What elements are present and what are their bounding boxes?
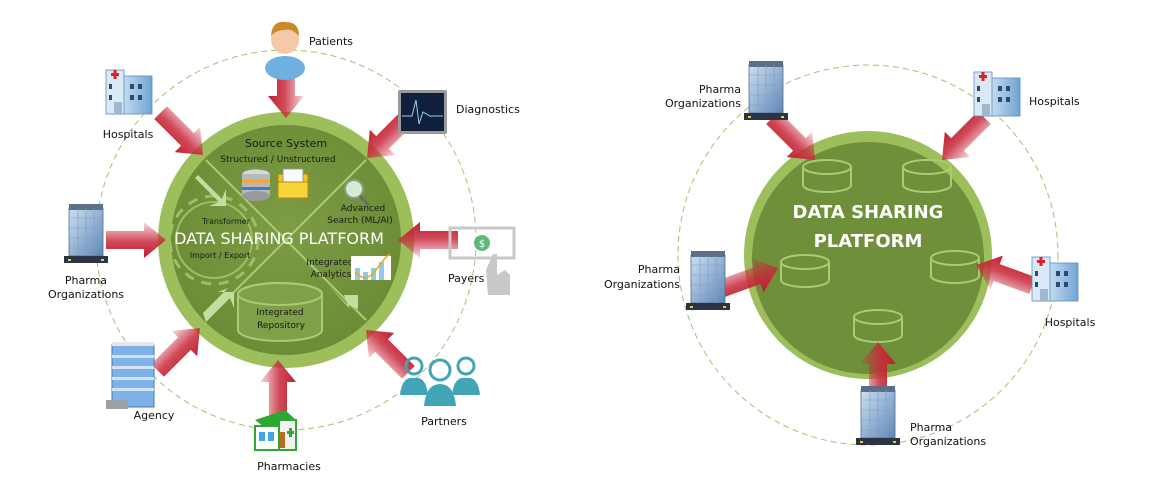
payers-label: Payers	[448, 272, 485, 285]
pharma-building-icon	[855, 385, 901, 446]
advanced-label: Advanced	[341, 204, 385, 214]
pharma-arrow	[106, 222, 166, 258]
diagnostics-label: Diagnostics	[456, 103, 520, 116]
diagnostics-monitor-icon	[398, 90, 447, 134]
folder-icon	[277, 168, 309, 199]
pharma-l-label-1: Pharma	[638, 263, 680, 276]
pharmacies-label: Pharmacies	[257, 460, 321, 473]
pharma-label-2: Organizations	[48, 288, 124, 301]
pharma-label-1: Pharma	[65, 274, 107, 287]
analytics-label-1: Integrated	[306, 258, 353, 268]
hospital-icon	[1031, 256, 1079, 302]
pharmacies-arrow	[260, 360, 296, 420]
repository-label-1: Integrated	[256, 308, 303, 318]
platform-title-1: DATA SHARING	[793, 202, 944, 223]
left-diagram: Source System Structured / Unstructured …	[48, 21, 520, 473]
analytics-label-2: Analytics	[311, 270, 352, 280]
partners-label: Partners	[421, 415, 467, 428]
pharma-b-label-2: Organizations	[910, 435, 986, 448]
pharma-building-icon	[63, 203, 109, 264]
source-system-subtitle: Structured / Unstructured	[220, 155, 335, 165]
source-system-title: Source System	[245, 137, 327, 150]
magnifier-icon	[344, 179, 371, 208]
pharma-tl-label-1: Pharma	[699, 83, 741, 96]
hospitals-r-label: Hospitals	[1045, 316, 1096, 329]
hospital-icon	[973, 71, 1021, 117]
analytics-chart-icon	[351, 253, 391, 280]
payers-money-hand-icon: $	[448, 226, 516, 295]
inner-arrow-icon	[330, 287, 358, 309]
database-icon	[241, 168, 271, 201]
search-label: Search (ML/AI)	[327, 216, 392, 226]
partners-people-icon	[400, 356, 480, 406]
svg-text:$: $	[479, 239, 485, 250]
right-diagram: DATA SHARING PLATFORM Pharma Organizatio…	[604, 60, 1096, 448]
pharma-l-label-2: Organizations	[604, 278, 680, 291]
patients-label: Patients	[309, 35, 353, 48]
pharma-building-icon	[743, 60, 789, 121]
hospital-icon	[105, 69, 153, 115]
patient-icon	[265, 21, 305, 80]
repository-label-2: Repository	[257, 321, 306, 331]
pharma-b-label-1: Pharma	[910, 421, 952, 434]
inner-arrow-icon	[203, 288, 234, 322]
repository-cylinder-icon	[237, 282, 323, 342]
transformer-label: Transformer	[201, 217, 251, 226]
platform-title-2: PLATFORM	[814, 231, 923, 252]
inner-arrow-icon	[195, 175, 226, 206]
pharma-tl-label-2: Organizations	[665, 97, 741, 110]
agency-label: Agency	[134, 409, 175, 422]
hospitals-tr-label: Hospitals	[1029, 95, 1080, 108]
platform-title: DATA SHARING PLATFORM	[174, 229, 384, 248]
agency-building-icon	[106, 342, 155, 409]
pharmacy-store-icon	[254, 410, 297, 451]
pharma-building-icon	[685, 250, 731, 311]
import-export-label: Import / Export	[190, 251, 251, 260]
platform-core	[752, 142, 984, 374]
hospitals-label: Hospitals	[103, 128, 154, 141]
outer-dashed-ring	[677, 64, 1059, 446]
